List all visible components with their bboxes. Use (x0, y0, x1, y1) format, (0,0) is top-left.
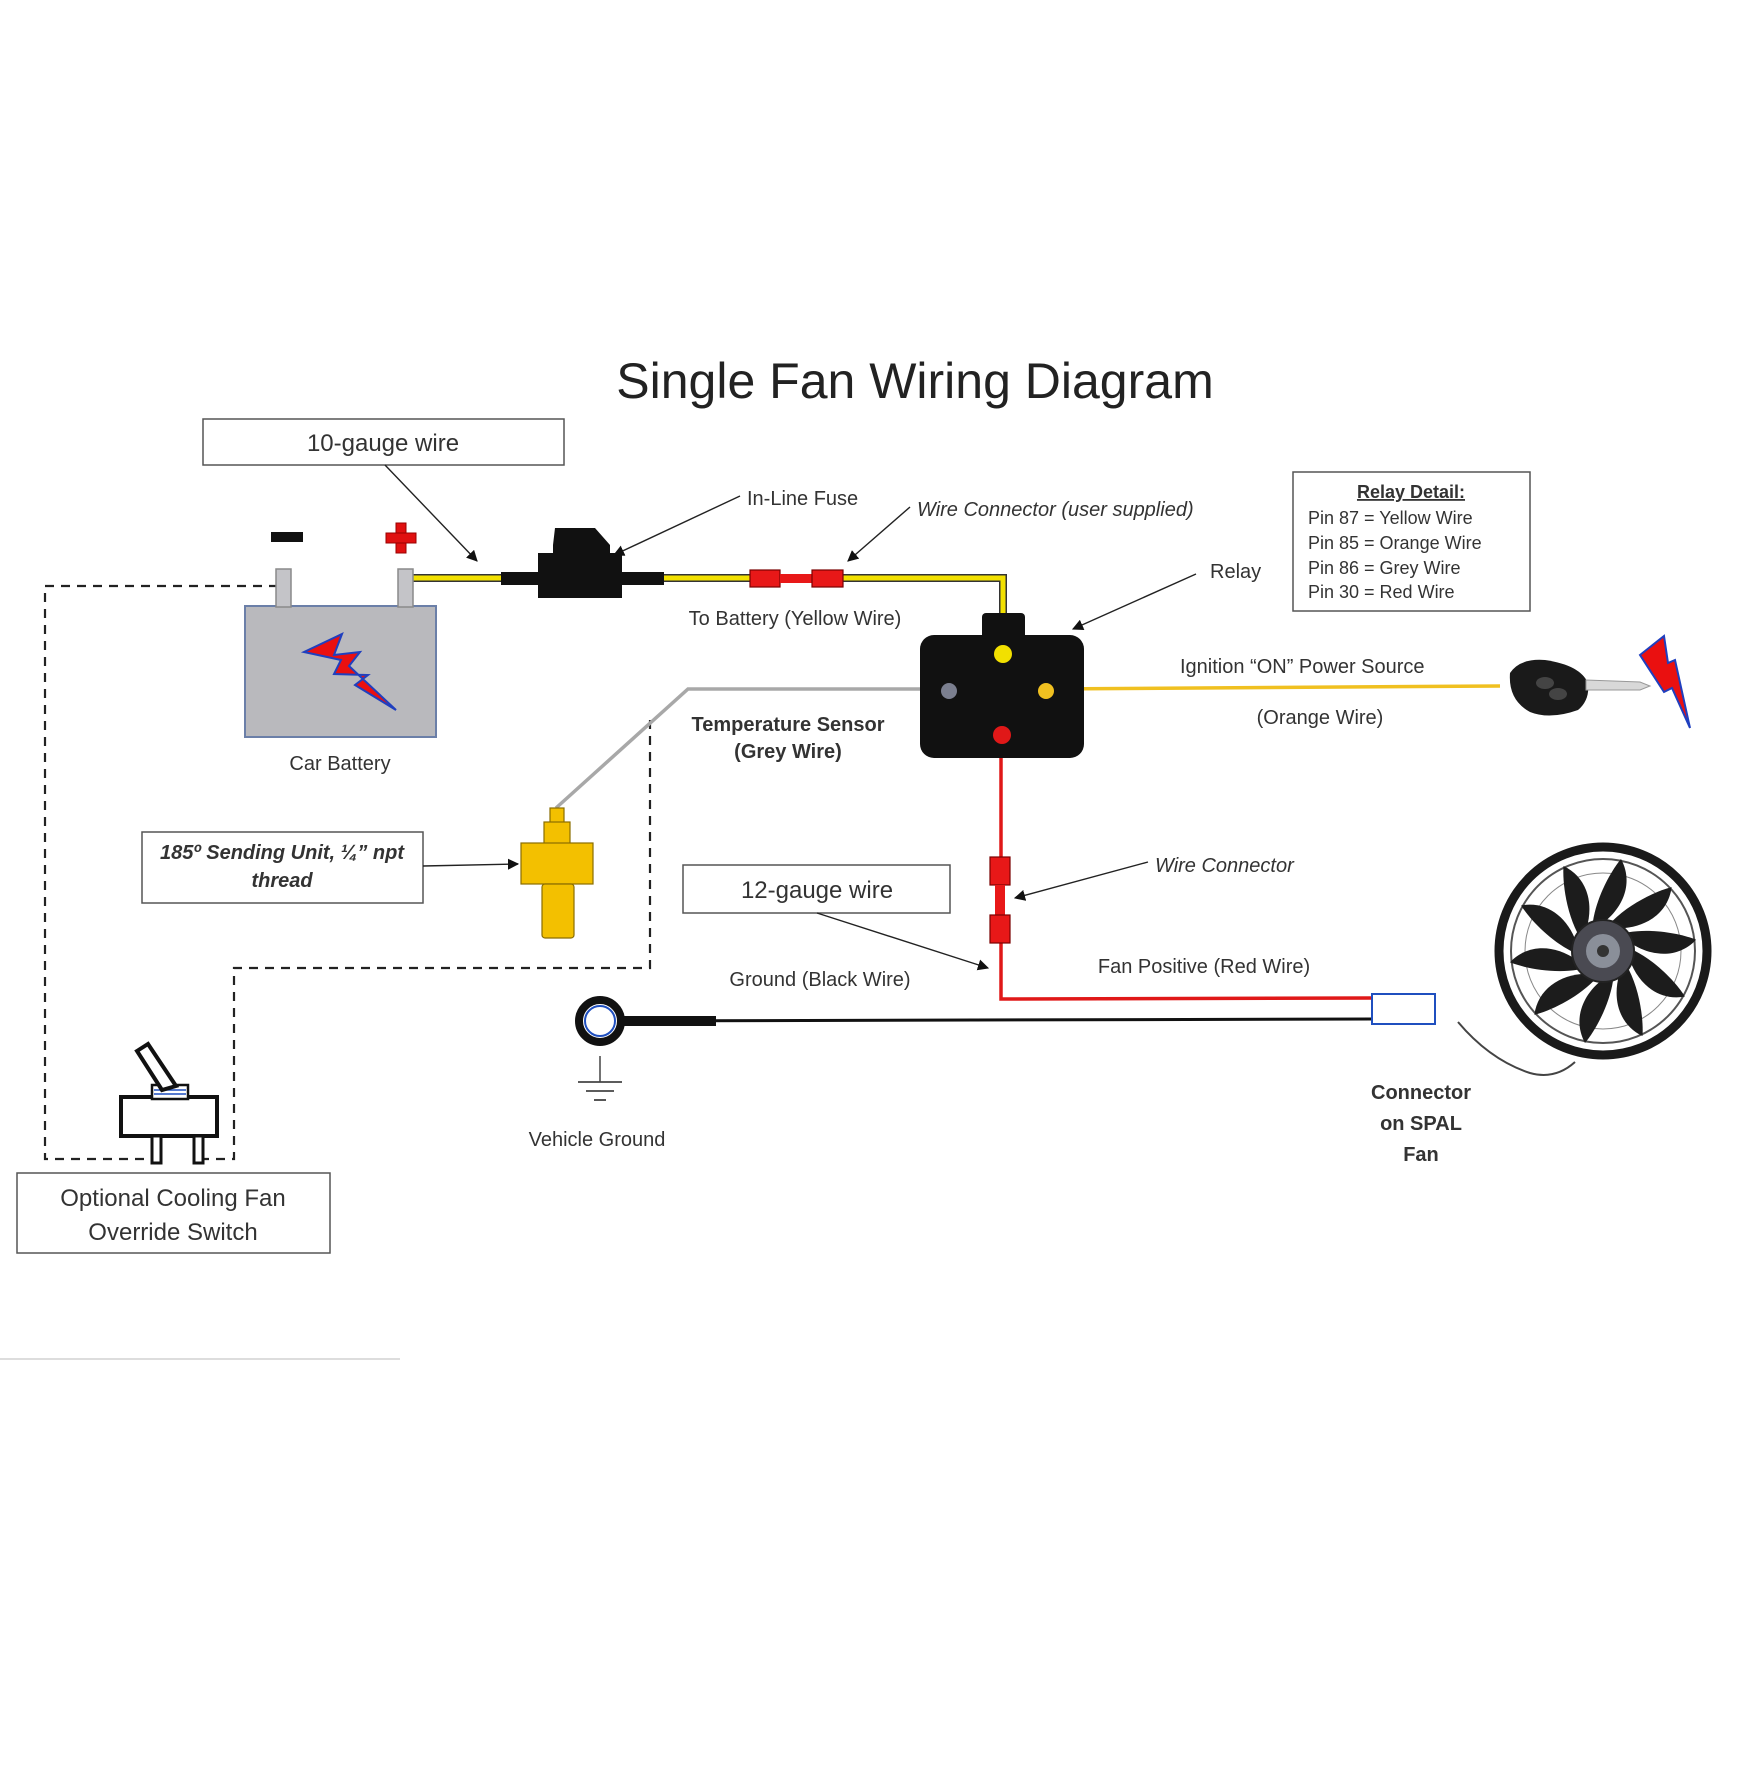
orange-wire-label: (Orange Wire) (1257, 707, 1384, 729)
relay-pin-85-text: Pin 85 = Orange Wire (1308, 533, 1482, 553)
fan-blade (1534, 973, 1594, 1015)
relay-detail-box (1292, 471, 1531, 612)
relay-detail-heading: Relay Detail: (1357, 482, 1465, 502)
fan-blade (1579, 979, 1613, 1043)
relay-label: Relay (1210, 561, 1261, 583)
temp-sensor-label-2: (Grey Wire) (734, 741, 842, 763)
wire-connector-yellow (749, 569, 844, 588)
car-battery-icon (244, 522, 437, 738)
gauge12-label: 12-gauge wire (741, 877, 893, 904)
override-label-1: Optional Cooling Fan (60, 1185, 285, 1212)
gauge10-label: 10-gauge wire (307, 430, 459, 457)
grey-wire (554, 687, 948, 810)
fan-connector-label-2: on SPAL (1380, 1113, 1462, 1135)
fan-blade (1521, 904, 1577, 952)
fan-blade (1628, 930, 1697, 954)
black-ground-wire (599, 1017, 1373, 1023)
temp-sensor-label-1: Temperature Sensor (691, 714, 884, 736)
fan-blade (1593, 859, 1627, 923)
relay-pin-30 (993, 726, 1011, 744)
override-switch-box (16, 1172, 331, 1254)
gauge10-box (202, 418, 565, 466)
wire-connector-user-label: Wire Connector (user supplied) (917, 499, 1194, 521)
minus-icon (271, 532, 303, 542)
wire-connector-label: Wire Connector (1155, 855, 1295, 877)
override-dashed-wire (43, 584, 652, 1161)
red-wire (999, 733, 1373, 1001)
ground-black-label: Ground (Black Wire) (729, 969, 910, 991)
relay-icon (920, 613, 1084, 758)
plus-icon (385, 522, 417, 554)
fan-connector-label-3: Fan (1403, 1144, 1439, 1166)
override-label-2: Override Switch (88, 1219, 257, 1246)
fan-blade (1612, 887, 1672, 929)
fan-blade (1616, 969, 1643, 1037)
sending-unit-box (141, 831, 424, 904)
fan-blade (1563, 865, 1590, 933)
sending-unit-label-2: thread (251, 870, 313, 892)
ignition-key-icon (1509, 659, 1652, 716)
key-lightning-bolt-icon (1638, 634, 1691, 729)
relay-pin-87 (994, 645, 1012, 663)
car-battery-label: Car Battery (289, 753, 390, 775)
relay-pin-86 (941, 683, 957, 699)
toggle-switch-icon (119, 1041, 219, 1165)
fan-connector-label-1: Connector (1371, 1082, 1471, 1104)
page-title: Single Fan Wiring Diagram (616, 353, 1213, 409)
relay-pin-87-text: Pin 87 = Yellow Wire (1308, 508, 1473, 528)
ground-symbol-icon (575, 996, 716, 1101)
sending-unit-label-1: 185º Sending Unit, ¼” npt (160, 842, 405, 864)
spal-fan-icon (1457, 842, 1712, 1076)
inline-fuse-label: In-Line Fuse (747, 488, 858, 510)
fan-blade (1509, 948, 1578, 972)
to-battery-label: To Battery (Yellow Wire) (689, 608, 902, 630)
lightning-bolt-icon (300, 632, 397, 711)
relay-pin-86-text: Pin 86 = Grey Wire (1308, 558, 1461, 578)
wire-connector-red (989, 856, 1011, 944)
relay-pin-30-text: Pin 30 = Red Wire (1308, 582, 1455, 602)
gauge12-box (682, 864, 951, 914)
fan-positive-label: Fan Positive (Red Wire) (1098, 956, 1310, 978)
fan-blade (1629, 950, 1685, 998)
sending-unit-icon (520, 807, 594, 939)
ignition-label: Ignition “ON” Power Source (1180, 656, 1425, 678)
inline-fuse-icon (501, 528, 664, 598)
relay-pin-85 (1038, 683, 1054, 699)
fan-connector-block (1371, 993, 1436, 1025)
orange-wire (1042, 684, 1501, 691)
vehicle-ground-label: Vehicle Ground (529, 1129, 666, 1151)
